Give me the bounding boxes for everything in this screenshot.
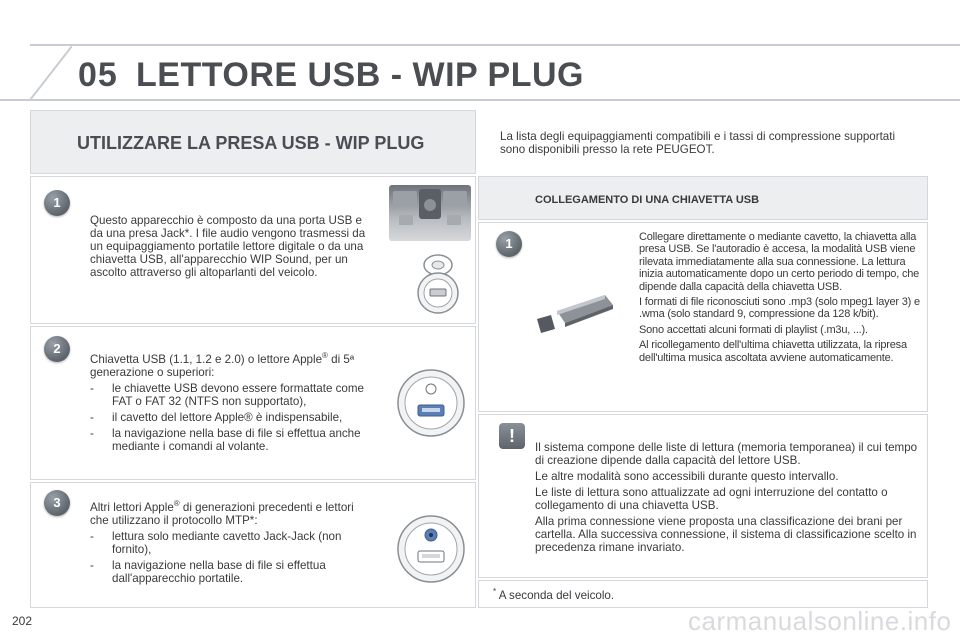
section-3-text: Altri lettori Apple® di generazioni prec… xyxy=(90,499,372,588)
list-item: - la navigazione nella base di file si ef… xyxy=(90,559,372,588)
page-number: 202 xyxy=(12,614,33,628)
section-2-intro-b: di 5ª generazione o superiori: xyxy=(90,353,355,379)
intro-text: La lista degli equipaggiamenti compatibi… xyxy=(500,130,896,156)
warning-paragraph: Le altre modalità sono accessibili duran… xyxy=(535,470,839,483)
section-3-intro: Altri lettori Apple® di generazioni prec… xyxy=(90,499,372,527)
connection-paragraph: I formati di file riconosciuti sono .mp3… xyxy=(639,296,920,321)
header-corner xyxy=(0,45,72,101)
section-1-panel: 1 Questo apparecchio è composto da una p… xyxy=(30,176,476,324)
list-item-text: lettura solo mediante cavetto Jack-Jack … xyxy=(112,530,342,556)
step-badge-3: 3 xyxy=(44,490,70,516)
connection-title: COLLEGAMENTO DI UNA CHIAVETTA USB xyxy=(535,194,760,206)
left-subtitle-panel: UTILIZZARE LA PRESA USB - WIP PLUG xyxy=(30,110,476,174)
registered-mark: ® xyxy=(322,351,328,361)
watermark: carmanualsonline.info xyxy=(688,606,952,636)
usb-port-cap-icon xyxy=(417,254,459,314)
dashboard-photo xyxy=(389,185,471,241)
connection-panel: 1 Collegare direttamente o mediante cave… xyxy=(478,222,928,412)
footnote-panel: * A seconda del veicolo. xyxy=(478,580,928,608)
section-2-intro-a: Chiavetta USB (1.1, 1.2 e 2.0) o lettore… xyxy=(90,353,323,366)
list-item-text: la navigazione nella base di file si eff… xyxy=(112,559,326,585)
header-bottom-rule xyxy=(0,99,960,101)
chapter-number: 05 xyxy=(78,56,118,94)
usb-socket-icon xyxy=(397,369,465,437)
header-top-rule xyxy=(30,44,960,46)
usb-stick-icon xyxy=(537,295,613,333)
list-item-text: il cavetto del lettore Apple® è indispen… xyxy=(112,411,343,424)
connection-badge: 1 xyxy=(496,231,522,257)
warning-paragraph: Alla prima connessione viene proposta un… xyxy=(535,515,917,554)
right-intro-panel: La lista degli equipaggiamenti compatibi… xyxy=(478,110,928,174)
dash-bullet: - xyxy=(90,382,94,395)
dashboard-illustration xyxy=(393,189,467,225)
list-item-text: le chiavette USB devono essere formattat… xyxy=(112,382,364,408)
list-item-text: la navigazione nella base di file si eff… xyxy=(112,427,361,453)
section-3-panel: 3 Altri lettori Apple® di generazioni pr… xyxy=(30,482,476,608)
section-subtitle: UTILIZZARE LA PRESA USB - WIP PLUG xyxy=(77,133,425,153)
page-title: LETTORE USB - WIP PLUG xyxy=(136,56,584,94)
warning-text: Il sistema compone delle liste di lettur… xyxy=(535,441,919,557)
section-3-intro-b: di generazioni precedenti e lettori che … xyxy=(90,501,354,527)
list-item: - la navigazione nella base di file si ef… xyxy=(90,427,372,456)
warning-paragraph: Le liste di lettura sono attualizzate ad… xyxy=(535,486,888,512)
connection-title-panel: COLLEGAMENTO DI UNA CHIAVETTA USB xyxy=(478,176,928,220)
dash-bullet: - xyxy=(90,530,94,543)
connection-paragraph: Al ricollegamento dell'ultima chiavetta … xyxy=(639,339,907,364)
list-item: - le chiavette USB devono essere formatta… xyxy=(90,382,372,411)
warning-panel: ! Il sistema compone delle liste di lett… xyxy=(478,414,928,578)
connection-text: Collegare direttamente o mediante cavett… xyxy=(639,231,921,367)
section-3-intro-a: Altri lettori Apple xyxy=(90,501,174,514)
dash-bullet: - xyxy=(90,559,94,572)
list-item: - il cavetto del lettore Apple® è indispe… xyxy=(90,411,372,427)
section-1-text: Questo apparecchio è composto da una por… xyxy=(90,214,366,279)
warning-paragraph: Il sistema compone delle liste di lettur… xyxy=(535,441,918,467)
list-item: - lettura solo mediante cavetto Jack-Jack… xyxy=(90,530,372,559)
section-2-panel: 2 Chiavetta USB (1.1, 1.2 e 2.0) o letto… xyxy=(30,326,476,480)
registered-mark: ® xyxy=(173,499,180,509)
warning-icon: ! xyxy=(499,423,525,449)
section-2-text: Chiavetta USB (1.1, 1.2 e 2.0) o lettore… xyxy=(90,351,372,456)
dash-bullet: - xyxy=(90,411,94,424)
footnote-mark: * xyxy=(493,587,497,597)
step-badge-2: 2 xyxy=(44,336,70,362)
connection-paragraph: Collegare direttamente o mediante cavett… xyxy=(639,231,920,293)
footnote-text: A seconda del veicolo. xyxy=(498,589,615,602)
connection-paragraph: Sono accettati alcuni formati di playlis… xyxy=(639,323,868,336)
dash-bullet: - xyxy=(90,427,94,440)
section-2-intro: Chiavetta USB (1.1, 1.2 e 2.0) o lettore… xyxy=(90,351,372,379)
footnote: * A seconda del veicolo. xyxy=(493,587,615,602)
jack-socket-icon xyxy=(397,515,465,583)
step-badge-1: 1 xyxy=(44,190,70,216)
